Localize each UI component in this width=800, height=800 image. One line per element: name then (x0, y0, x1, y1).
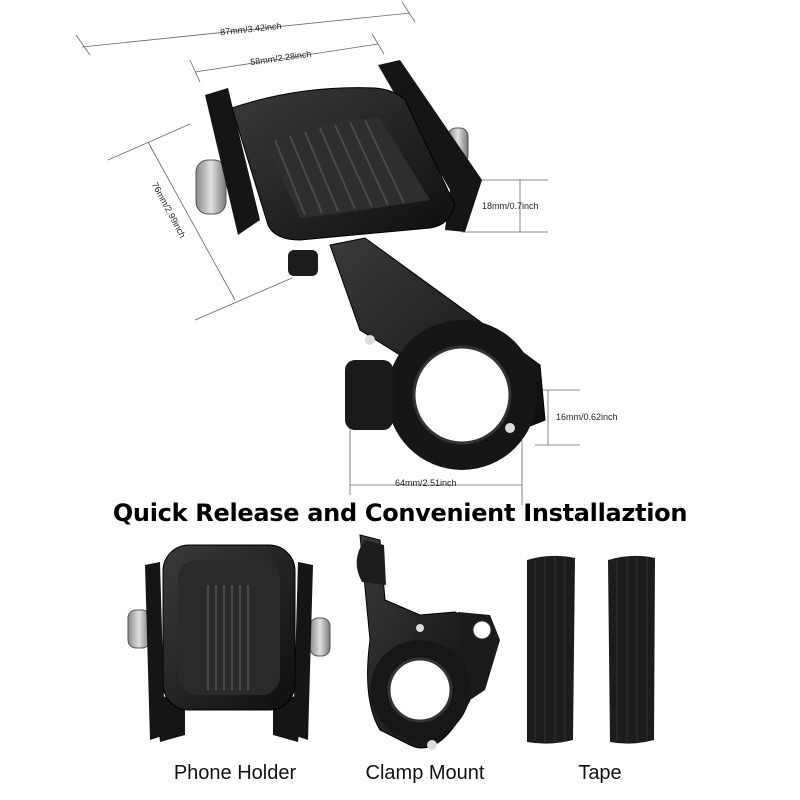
tape-caption: Tape (578, 762, 622, 784)
left-grip-arm (205, 88, 260, 235)
phone-holder-caption: Phone Holder (173, 762, 297, 784)
clamp-mount-icon (356, 534, 500, 750)
holder-height-line (147, 141, 236, 301)
headline: Quick Release and Convenient Installazti… (112, 499, 688, 527)
clamp-width-label: 64mm/2.51inch (395, 478, 457, 488)
tape-strip-icon (527, 555, 655, 744)
overall-width-line (81, 12, 411, 48)
assembled-phone-mount (195, 60, 546, 470)
lock-knob-icon (288, 250, 318, 276)
holder-width-line (194, 43, 379, 73)
arm-depth-label: 18mm/0.7inch (482, 201, 539, 211)
ribbed-pad (262, 118, 430, 218)
phone-holder-icon (127, 544, 331, 742)
clamp-latch (345, 360, 393, 430)
clamp-gap-label: 16mm/0.62inch (556, 412, 618, 422)
left-knob-icon (195, 159, 227, 215)
clamp-mount-caption: Clamp Mount (365, 762, 485, 784)
clamp-bore (412, 345, 512, 445)
